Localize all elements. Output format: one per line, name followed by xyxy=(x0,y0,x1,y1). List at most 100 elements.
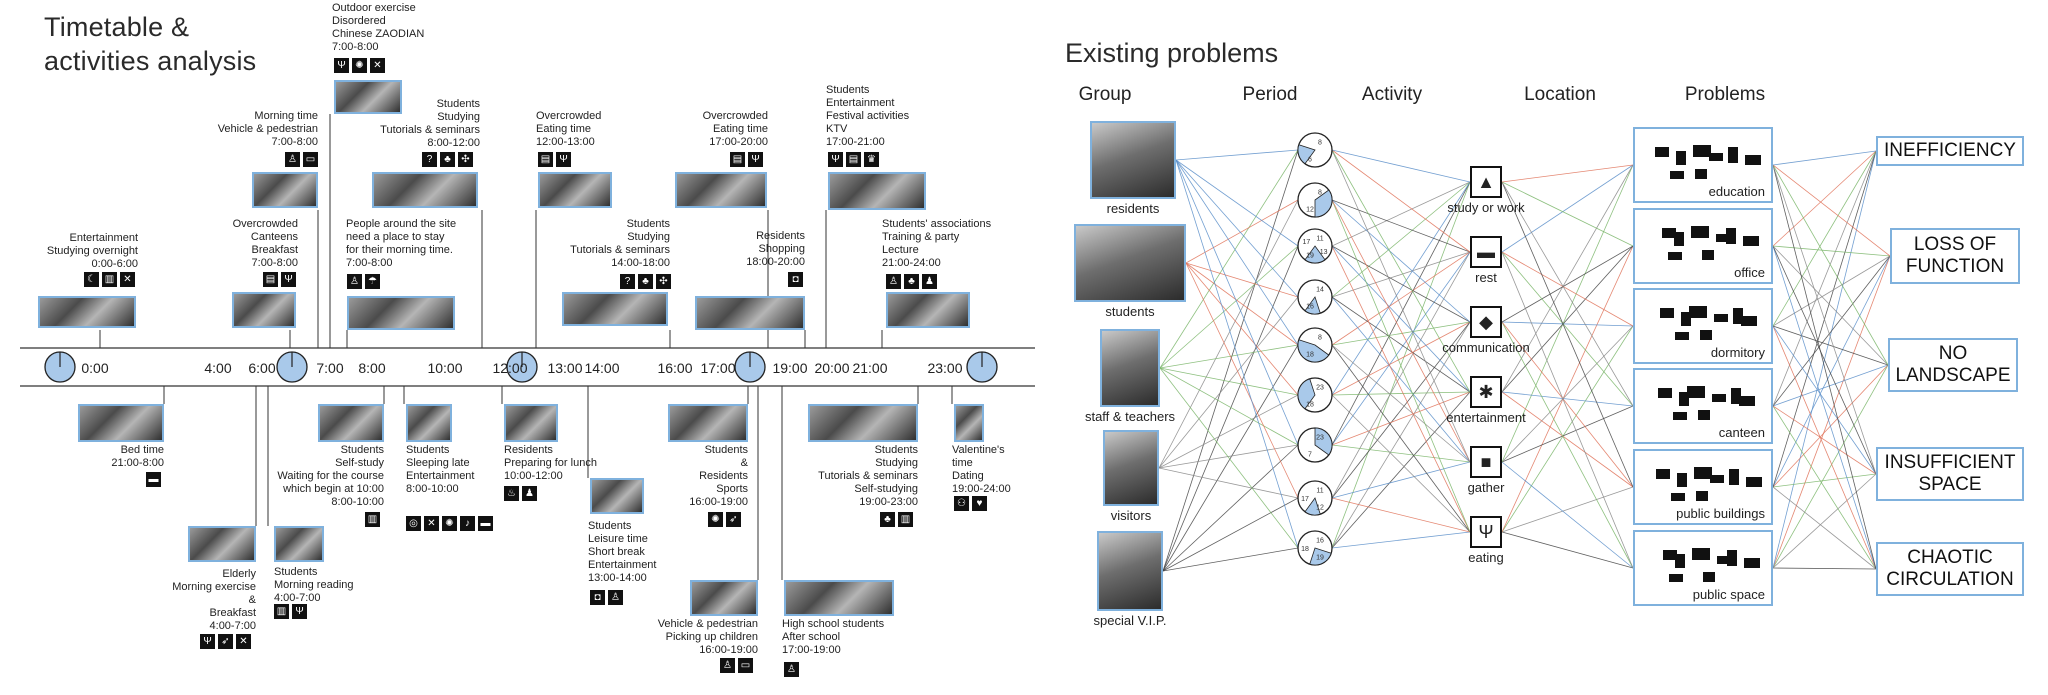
relation-line xyxy=(1331,181,1471,247)
activity-photo xyxy=(828,172,926,210)
car-icon: ▭ xyxy=(738,658,753,673)
map-building xyxy=(1731,388,1741,404)
activity-text-line: Sleeping late xyxy=(406,457,470,469)
relation-line xyxy=(1185,262,1299,346)
activity-icons: ☾▥✕ xyxy=(84,272,135,287)
map-building xyxy=(1696,491,1708,501)
activity-text-line: 4:00-7:00 xyxy=(274,592,321,604)
activity-text-line: 8:00-10:00 xyxy=(406,483,459,495)
map-building xyxy=(1733,308,1743,324)
activity-icons: ?♣✣ xyxy=(620,274,671,289)
location-label: office xyxy=(1734,265,1765,280)
activity-photo xyxy=(954,404,984,442)
relation-line xyxy=(1158,394,1299,469)
map-building xyxy=(1658,388,1672,398)
map-building xyxy=(1668,252,1682,260)
map-building xyxy=(1698,410,1710,420)
relation-line xyxy=(1501,164,1634,183)
map-building xyxy=(1687,386,1705,398)
map-building xyxy=(1671,493,1685,501)
relation-line xyxy=(1158,199,1299,469)
activity-photo xyxy=(808,404,918,442)
activity-text-line: for their morning time. xyxy=(346,244,453,256)
map-building xyxy=(1670,171,1684,179)
book-icon: ▥ xyxy=(365,512,380,527)
relation-line xyxy=(1501,181,1634,488)
relation-line xyxy=(1331,321,1471,549)
location-map: public buildings xyxy=(1633,449,1773,525)
relation-line xyxy=(1772,164,1891,257)
activity-photo xyxy=(690,580,758,616)
relation-line xyxy=(1501,391,1634,407)
map-building xyxy=(1689,306,1707,318)
column-header-period: Period xyxy=(1242,84,1298,105)
activity-text-line: 10:00-12:00 xyxy=(504,470,563,482)
relation-line xyxy=(1501,321,1634,488)
activity-text-line: Sports xyxy=(716,483,748,495)
fork-icon: Ψ xyxy=(281,272,296,287)
relation-line xyxy=(1331,344,1471,463)
ball-icon: ✺ xyxy=(708,512,723,527)
activity-text-line: Entertainment xyxy=(826,97,895,109)
activity-photo xyxy=(78,404,164,442)
activity-icons: ♣▥ xyxy=(880,512,913,527)
activity-photo xyxy=(232,292,296,328)
dance-icon: ✱ xyxy=(1470,376,1502,408)
relation-line xyxy=(1501,164,1634,393)
relation-line xyxy=(1501,245,1634,323)
period-hour-label: 19 xyxy=(1316,555,1324,562)
crown-icon: ♛ xyxy=(864,152,879,167)
relation-line xyxy=(1331,245,1471,393)
map-building xyxy=(1700,330,1712,340)
chat-icon: ◆ xyxy=(1470,306,1502,338)
activity-text-line: Students xyxy=(874,444,918,456)
activity-icons: ♙ xyxy=(784,662,799,677)
activity-label: study or work xyxy=(1447,200,1525,215)
fork-icon: Ψ xyxy=(556,152,571,167)
activity-icons: Ψ▤♛ xyxy=(828,152,879,167)
period-hour-label: 17 xyxy=(1301,496,1309,503)
period-hour-label: 17 xyxy=(1302,239,1310,246)
activity-text-line: Breakfast xyxy=(251,244,298,256)
relation-line xyxy=(1331,199,1471,323)
time-tick-label: 12:00 xyxy=(492,360,527,376)
relation-line xyxy=(1331,251,1471,298)
activity-text-line: Shopping xyxy=(758,243,806,255)
activity-text-line: Entertainment xyxy=(69,232,138,244)
time-tick-label: 13:00 xyxy=(547,360,582,376)
relation-line xyxy=(1501,251,1634,407)
relation-line xyxy=(1159,344,1299,369)
walker-icon: ♙ xyxy=(720,658,735,673)
fork-icon: Ψ xyxy=(828,152,843,167)
activity-text-line: Studying xyxy=(437,111,480,123)
relation-line xyxy=(1175,159,1299,446)
activity-photo xyxy=(668,404,748,442)
tools-icon: ✕ xyxy=(424,516,439,531)
activity-photo xyxy=(188,526,256,562)
activity-text-line: 19:00-24:00 xyxy=(952,483,1011,495)
activity-text-line: Training & party xyxy=(882,231,960,243)
relation-line xyxy=(1501,486,1634,533)
location-label: canteen xyxy=(1718,425,1765,440)
activity-photo xyxy=(274,526,324,562)
map-building xyxy=(1728,147,1738,163)
activity-text-line: People around the site xyxy=(346,218,457,230)
activity-text-line: Students xyxy=(704,444,748,456)
timetable-title-line1: Timetable & xyxy=(44,12,190,42)
period-clock: 86 xyxy=(1297,132,1333,168)
map-building xyxy=(1729,469,1739,485)
period-hour-label: 18 xyxy=(1306,402,1314,409)
period-fill xyxy=(1304,245,1326,264)
book-icon: ▥ xyxy=(898,512,913,527)
activity-text-line: Overcrowded xyxy=(702,110,768,122)
time-tick-label: 14:00 xyxy=(584,360,619,376)
map-building xyxy=(1662,228,1676,238)
